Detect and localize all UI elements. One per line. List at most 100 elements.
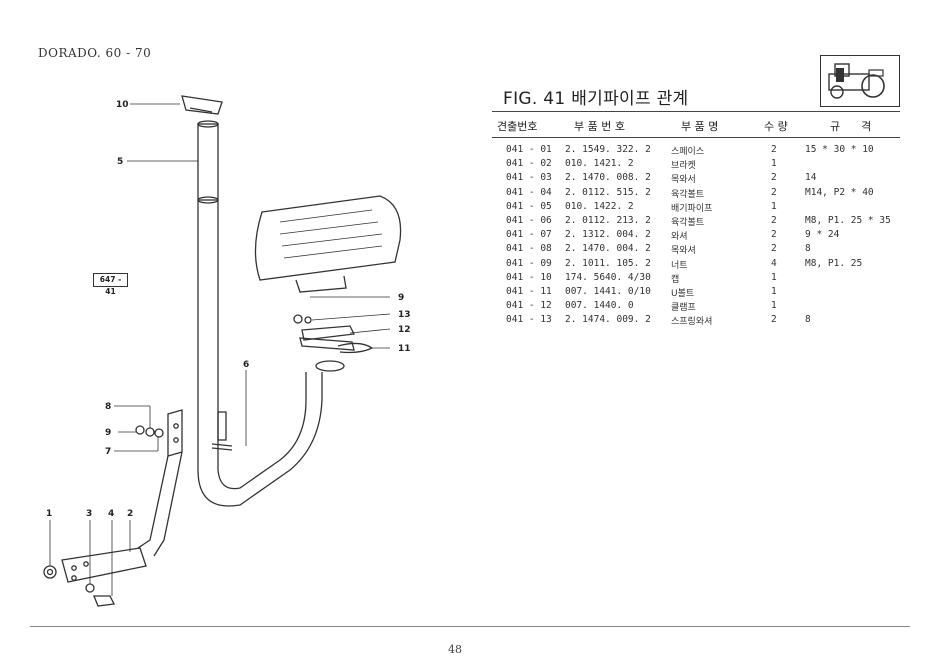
row-no: 041 - 13 (506, 314, 552, 326)
row-part: 2. 1470. 008. 2 (565, 172, 651, 184)
model-header: DORADO. 60 - 70 (38, 46, 152, 60)
row-no: 041 - 06 (506, 214, 552, 226)
row-qty: 2 (771, 186, 777, 198)
row-no: 041 - 11 (506, 285, 552, 297)
row-no: 041 - 10 (506, 271, 552, 283)
row-part: 2. 1011. 105. 2 (565, 257, 651, 269)
row-name: 육각볼트 (671, 217, 705, 228)
row-name: 목와셔 (671, 246, 696, 257)
u-bolt-drawing (337, 342, 374, 354)
row-name: 클램프 (671, 303, 696, 314)
col-name-header: 부 품 명 (681, 120, 719, 133)
callout-6: 6 (243, 360, 249, 370)
clamp-drawing (301, 325, 355, 341)
tractor-thumbnail (820, 55, 900, 107)
bolt-drawing (93, 595, 115, 607)
row-qty: 2 (771, 144, 777, 155)
row-no: 041 - 05 (506, 200, 552, 212)
callout-1: 1 (46, 509, 52, 519)
row-qty: 1 (771, 158, 777, 170)
row-name: 너트 (671, 260, 688, 271)
row-spec: 14 (805, 172, 817, 184)
row-name: 캡 (671, 274, 680, 285)
row-qty: 2 (771, 314, 777, 326)
row-spec: 8 (805, 243, 811, 255)
col-no-header: 견출번호 (497, 120, 538, 133)
row-spec: 9 * 24 (805, 229, 840, 241)
pipe-inlet-drawing (315, 360, 345, 372)
row-spec: M8, P1. 25 (805, 257, 863, 269)
callout-7: 7 (105, 447, 111, 457)
row-part: 2. 0112. 213. 2 (565, 214, 651, 226)
muffler-drawing (254, 195, 402, 281)
callout-5: 5 (117, 157, 123, 167)
row-spec: M8, P1. 25 * 35 (805, 214, 891, 226)
callout-11: 11 (398, 344, 411, 354)
row-part: 007. 1441. 0/10 (565, 285, 651, 297)
row-no: 041 - 12 (506, 300, 552, 312)
exhaust-pipe-upper-drawing (197, 123, 219, 201)
row-name: 와셔 (671, 232, 688, 243)
exhaust-cap-drawing (181, 95, 223, 115)
row-qty: 2 (771, 214, 777, 226)
footer-rule (30, 626, 910, 627)
row-qty: 2 (771, 243, 777, 255)
col-part-header: 부 품 번 호 (574, 120, 625, 133)
col-qty-header: 수 량 (764, 120, 788, 133)
row-part: 2. 1474. 009. 2 (565, 314, 651, 326)
tractor-icon (828, 63, 885, 99)
row-no: 041 - 03 (506, 172, 552, 184)
row-name: 스페이스 (671, 147, 705, 157)
row-qty: 4 (771, 257, 777, 269)
col-spec-header: 규 격 (830, 120, 872, 133)
washer-drawing (135, 425, 145, 435)
callout-9: 9 (398, 293, 404, 303)
callout-10: 10 (116, 100, 129, 110)
row-part: 174. 5640. 4/30 (565, 271, 651, 283)
callout-2: 2 (127, 509, 133, 519)
row-qty: 1 (771, 300, 777, 312)
callout-3: 3 (86, 509, 92, 519)
exhaust-pipe-drawing (197, 200, 219, 470)
row-part: 2. 1549. 322. 2 (565, 144, 651, 155)
row-part: 010. 1422. 2 (565, 200, 634, 212)
row-no: 041 - 08 (506, 243, 552, 255)
callout-12: 12 (398, 325, 411, 335)
header-rule (492, 137, 900, 138)
row-spec: M14, P2 * 40 (805, 186, 874, 198)
spacer-drawing (43, 565, 57, 579)
row-name: 배기파이프 (671, 203, 713, 214)
figure-ref-tag: 647 - 41 (93, 273, 128, 296)
callout-8: 8 (105, 402, 111, 412)
row-qty: 1 (771, 285, 777, 297)
row-no: 041 - 04 (506, 186, 552, 198)
row-name: 스프링와셔 (671, 317, 713, 328)
row-part: 010. 1421. 2 (565, 158, 634, 170)
callout-4: 4 (108, 509, 114, 519)
row-no: 041 - 09 (506, 257, 552, 269)
row-name: 목와서 (671, 175, 696, 186)
page-number: 48 (448, 643, 462, 656)
row-name: 육각볼트 (671, 189, 705, 200)
lower-bracket-drawing (61, 547, 147, 583)
callout-9b: 9 (105, 428, 111, 438)
row-spec: 15 * 30 * 10 (805, 144, 874, 155)
row-qty: 2 (771, 172, 777, 184)
row-no: 041 - 07 (506, 229, 552, 241)
title-rule (492, 111, 900, 112)
nut-drawing (293, 314, 303, 324)
row-part: 2. 0112. 515. 2 (565, 186, 651, 198)
figure-title: FIG. 41 배기파이프 관계 (503, 89, 689, 109)
row-name: 브라켓 (671, 161, 696, 172)
row-part: 2. 1312. 004. 2 (565, 229, 651, 241)
row-no: 041 - 02 (506, 158, 552, 170)
row-qty: 1 (771, 271, 777, 283)
callout-13: 13 (398, 310, 411, 320)
row-name: U볼트 (671, 288, 695, 299)
row-part: 2. 1470. 004. 2 (565, 243, 651, 255)
row-no: 041 - 01 (506, 144, 552, 155)
pipe-bracket-drawing (217, 411, 227, 441)
row-spec: 8 (805, 314, 811, 326)
